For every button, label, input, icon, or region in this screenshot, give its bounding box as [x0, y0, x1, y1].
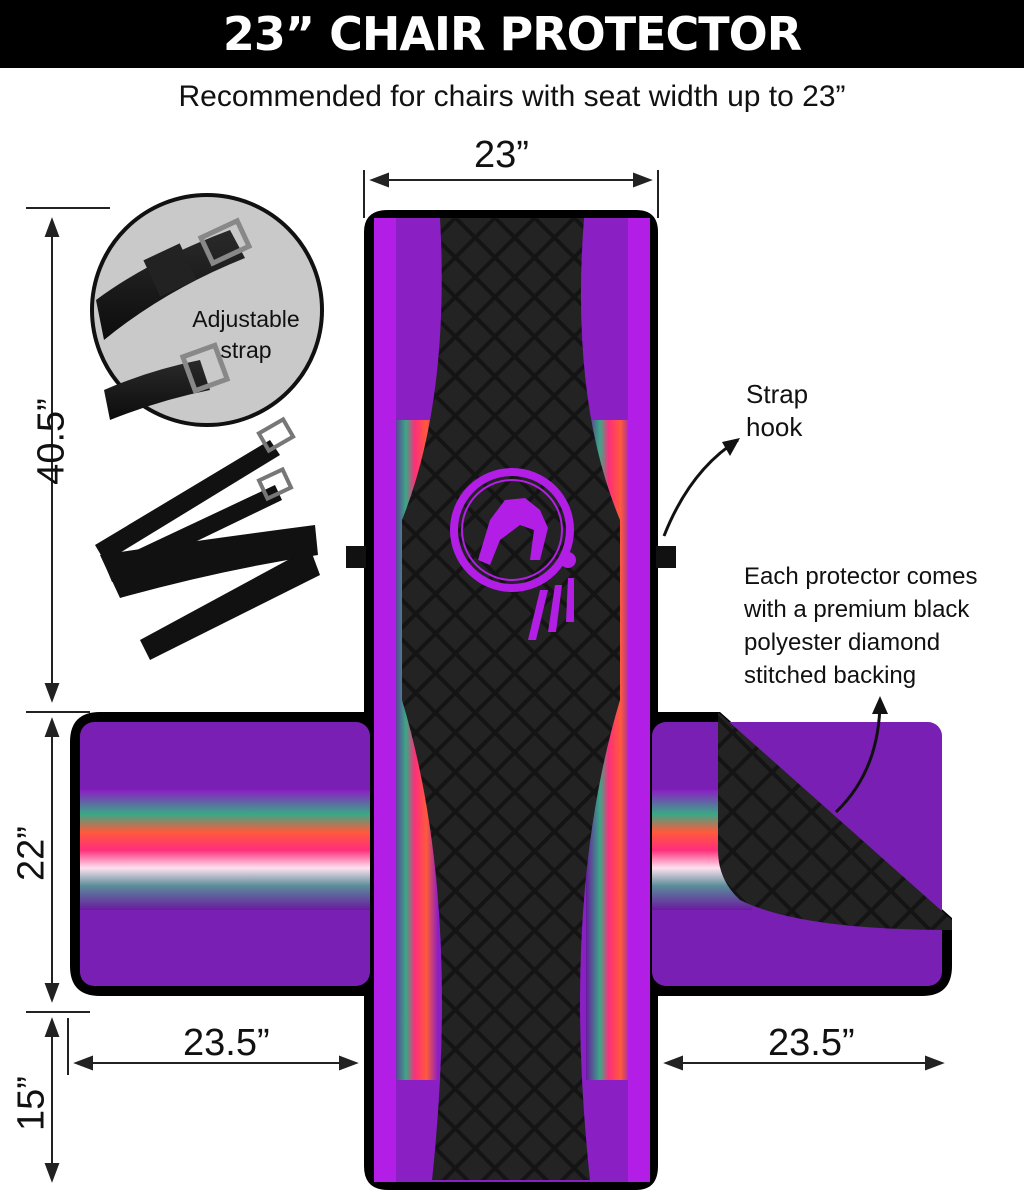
strap-hook-line2: hook	[746, 412, 803, 442]
subtitle: Recommended for chairs with seat width u…	[178, 80, 846, 113]
backing-note: Each protector comes with a premium blac…	[744, 560, 977, 692]
strap-hook-left	[346, 546, 366, 568]
adjustable-strap-label: Adjustable strap	[186, 304, 306, 366]
backing-line3: polyester diamond	[744, 629, 941, 656]
right-arm-label: 23.5”	[768, 1022, 855, 1064]
page-title: 23” CHAIR PROTECTOR	[222, 7, 802, 61]
strap-hook-right	[656, 546, 676, 568]
backing-line1: Each protector comes	[744, 563, 978, 590]
strap-zoom-circle	[90, 193, 324, 427]
seat-depth-label: 22”	[10, 826, 53, 881]
back-height-label: 40.5”	[30, 398, 73, 485]
strap-hook-label: Strap hook	[746, 378, 808, 444]
callout-arrowheads	[722, 438, 888, 714]
loose-strap	[95, 416, 320, 660]
dreamcatcher-emblem	[450, 468, 576, 640]
left-arm-label: 23.5”	[183, 1022, 270, 1064]
strap-hook-line1: Strap	[746, 379, 809, 409]
protector-shape	[70, 210, 952, 1190]
backing-line4: stitched backing	[744, 662, 917, 689]
title-banner: 23” CHAIR PROTECTOR	[0, 0, 1024, 68]
dimension-lines	[26, 170, 945, 1183]
adjustable-strap-line1: Adjustable	[192, 306, 300, 332]
backing-corner	[718, 712, 952, 930]
backing-line2: with a premium black	[744, 596, 970, 623]
top-width-label: 23”	[474, 134, 529, 176]
front-flap-label: 15”	[10, 1076, 53, 1131]
adjustable-strap-line2: strap	[220, 337, 272, 363]
